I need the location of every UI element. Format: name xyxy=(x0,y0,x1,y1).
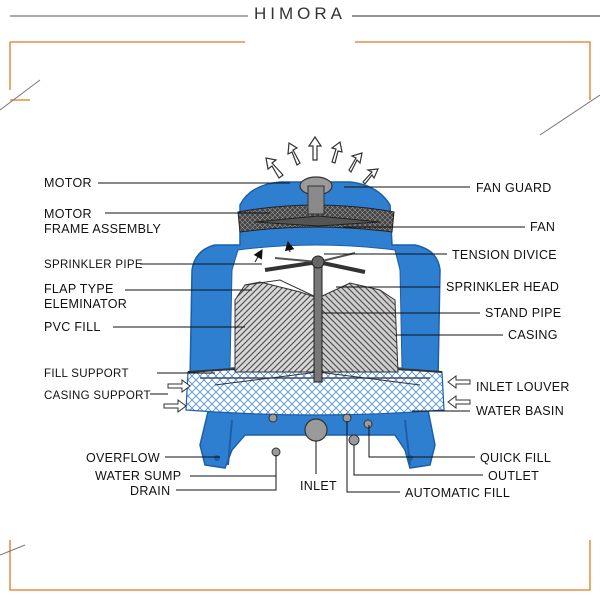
label-fan-guard: FAN GUARD xyxy=(476,181,552,195)
label-casing: CASING xyxy=(508,328,558,342)
label-motor-frame-1: MOTOR xyxy=(44,207,92,221)
label-inlet-louver: INLET LOUVER xyxy=(476,380,570,394)
air-outflow-arrows-icon xyxy=(265,135,379,185)
decorative-diagonals xyxy=(0,79,600,556)
label-sprinkler-pipe: SPRINKLER PIPE xyxy=(44,259,143,271)
leader-lines xyxy=(98,182,525,493)
tower-body xyxy=(163,176,471,469)
brand-title: HIMORA xyxy=(254,4,346,23)
label-outlet: OUTLET xyxy=(488,469,539,483)
label-inlet: INLET xyxy=(300,479,337,493)
label-casing-support: CASING SUPPORT xyxy=(44,390,151,402)
label-flap-2: ELEMINATOR xyxy=(44,297,127,311)
label-water-sump: WATER SUMP xyxy=(95,469,181,483)
label-motor-frame-2: FRAME ASSEMBLY xyxy=(44,222,162,236)
label-stand-pipe: STAND PIPE xyxy=(485,306,561,320)
label-tension-device: TENSION DIVICE xyxy=(452,248,557,262)
labels: MOTOR MOTOR FRAME ASSEMBLY SPRINKLER PIP… xyxy=(44,176,570,500)
label-overflow: OVERFLOW xyxy=(86,451,160,465)
label-water-basin: WATER BASIN xyxy=(476,404,564,418)
label-automatic-fill: AUTOMATIC FILL xyxy=(405,486,510,500)
label-fan: FAN xyxy=(530,220,555,234)
label-pvc-fill: PVC FILL xyxy=(44,320,101,334)
decorative-frame xyxy=(9,15,600,591)
label-quick-fill: QUICK FILL xyxy=(480,451,551,465)
label-motor: MOTOR xyxy=(44,176,92,190)
label-drain: DRAIN xyxy=(130,484,170,498)
label-flap-1: FLAP TYPE xyxy=(44,282,114,296)
label-sprinkler-head: SPRINKLER HEAD xyxy=(446,280,559,294)
label-fill-support: FILL SUPPORT xyxy=(44,368,129,380)
